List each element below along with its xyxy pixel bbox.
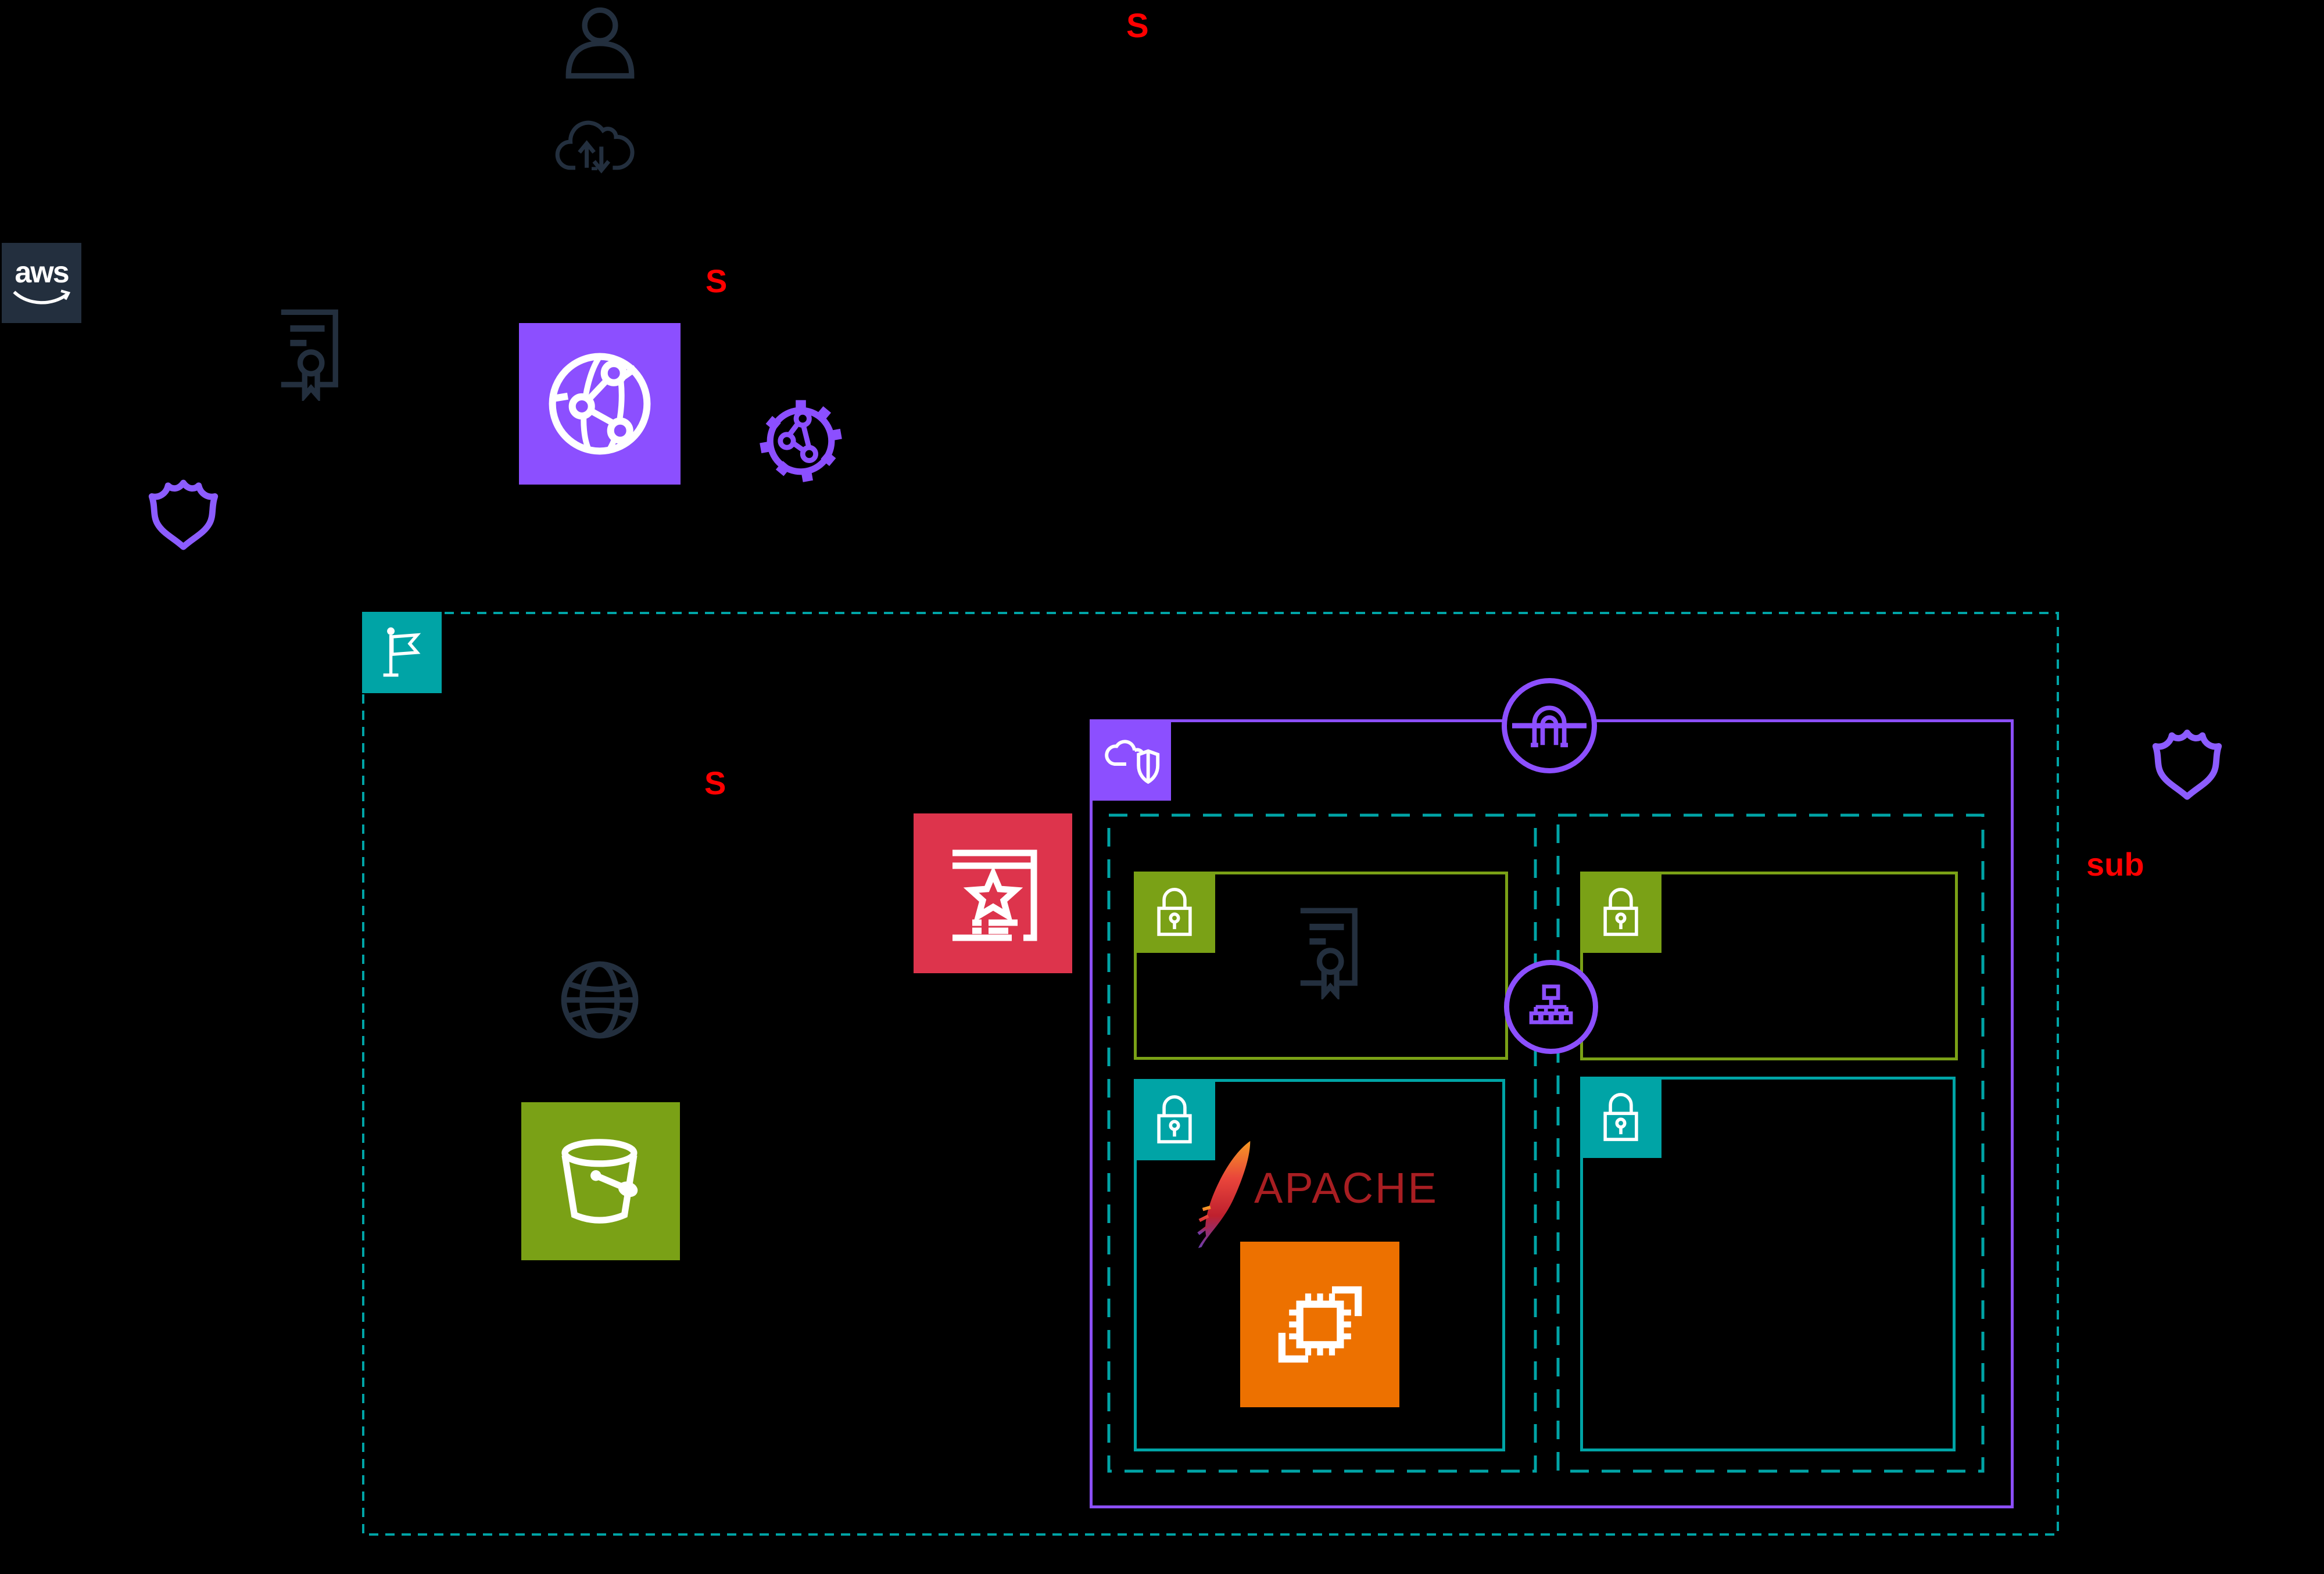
s3-bucket-icon [521, 1102, 680, 1260]
subnet-dashed-left [1107, 813, 1537, 1473]
apache-logo-text: APACHE [1254, 1164, 1438, 1212]
security-group-teal-right [1580, 1077, 1956, 1451]
label-s-region: S [704, 765, 726, 801]
certificate-icon [272, 307, 345, 401]
security-group-teal-left [1134, 1079, 1505, 1451]
lock-icon [1580, 872, 1661, 953]
aws-logo-text: aws [15, 255, 69, 289]
internet-gateway-icon [1502, 678, 1597, 773]
gear-network-icon [754, 393, 847, 489]
certificate-icon [1291, 905, 1364, 999]
security-group-green-right [1580, 872, 1958, 1060]
user-icon [555, 3, 645, 93]
aws-smile-icon [12, 289, 70, 304]
shield-badge-icon [138, 471, 228, 564]
route-table-icon [1504, 960, 1598, 1054]
aws-logo: aws [2, 243, 81, 323]
ec2-chip-icon [1240, 1242, 1399, 1407]
aws-region-dashed-boundary [362, 612, 2059, 1536]
globe-icon [554, 954, 646, 1046]
region-flag-icon [362, 612, 442, 693]
lock-icon [1134, 872, 1215, 953]
label-s-cloudfront: S [706, 263, 728, 299]
label-s-top: S [1126, 7, 1149, 45]
cloud-up-down-icon [551, 109, 649, 174]
lock-icon [1134, 1079, 1215, 1160]
web-app-star-icon [914, 813, 1072, 973]
apache-feather-icon [1193, 1139, 1259, 1249]
vpc-cloud-shield-icon [1090, 719, 1171, 801]
label-sub: sub [2086, 846, 2144, 883]
shield-badge-icon [2142, 720, 2232, 813]
globe-network-square-icon [519, 323, 681, 485]
security-group-green-left [1134, 872, 1508, 1060]
subnet-dashed-right [1556, 813, 1985, 1473]
lock-icon [1580, 1077, 1661, 1158]
